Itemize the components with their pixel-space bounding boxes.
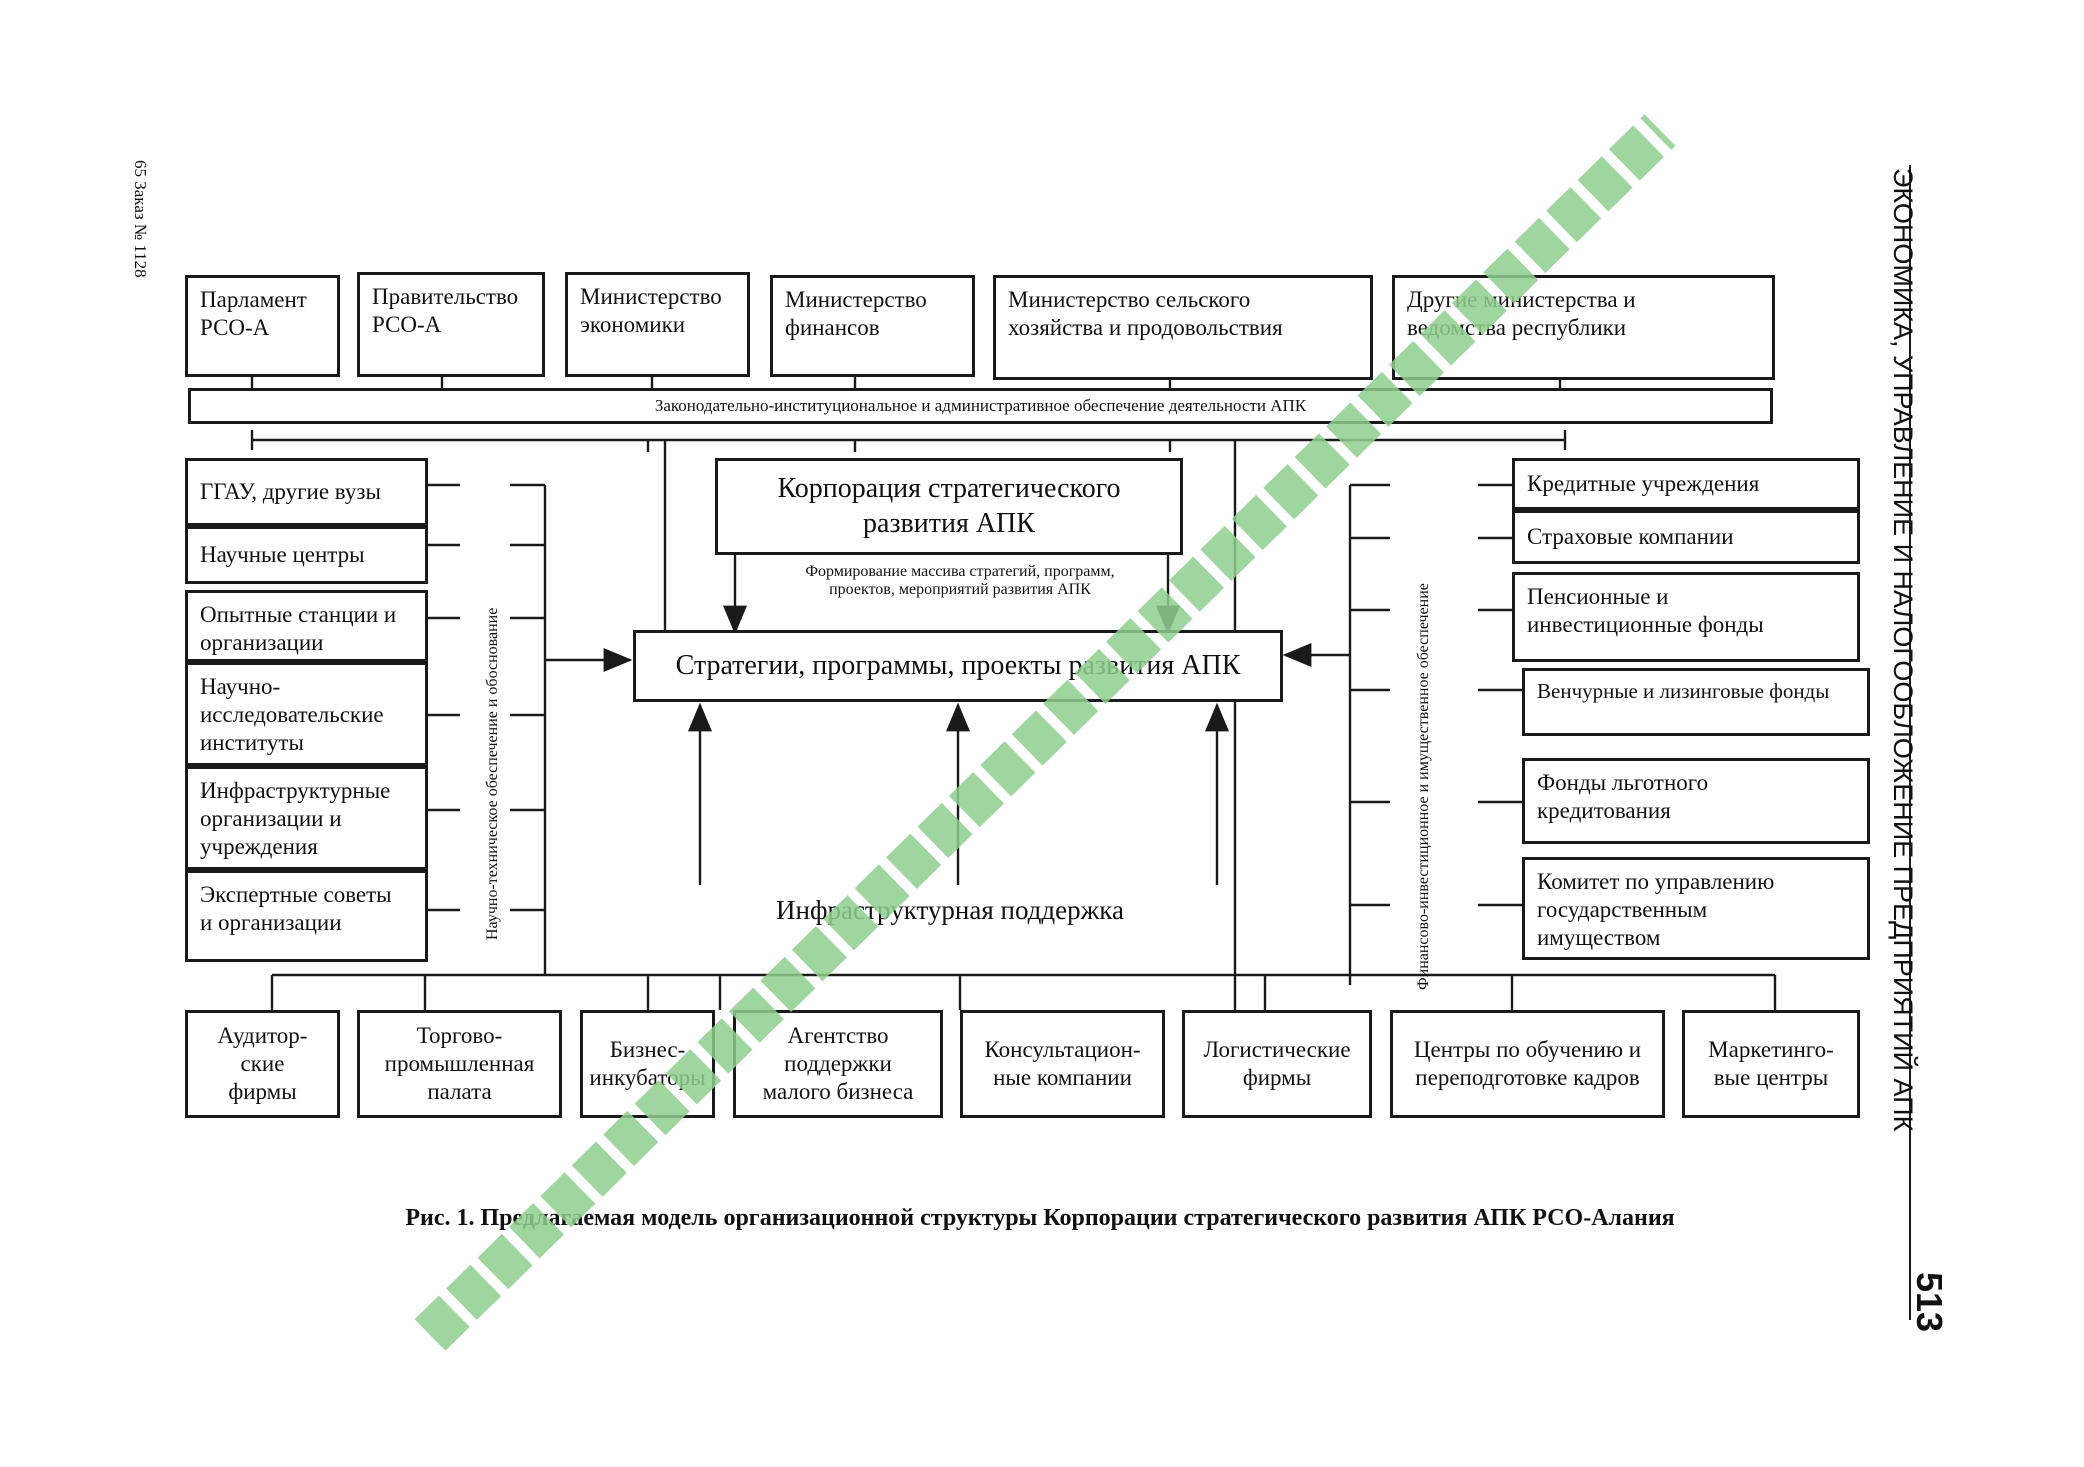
- box-parliament: Парламент РСО-А: [185, 275, 340, 377]
- box-credit-institutions: Кредитные учреждения: [1512, 458, 1860, 510]
- left-vertical-label: Научно-техническое обеспечение и обоснов…: [484, 607, 501, 940]
- box-universities: ГГАУ, другие вузы: [185, 458, 428, 526]
- box-insurance-companies: Страховые компании: [1512, 510, 1860, 564]
- box-science-centers: Научные центры: [185, 526, 428, 584]
- box-audit-firms: Аудитор- ские фирмы: [185, 1010, 340, 1118]
- infrastructure-support-label: Инфраструктурная поддержка: [776, 895, 1124, 925]
- box-other-ministries: Другие министерства и ведомства республи…: [1392, 275, 1775, 380]
- side-right-title: ЭКОНОМИКА, УПРАВЛЕНИЕ И НАЛОГООБЛОЖЕНИЕ …: [1888, 168, 1918, 1132]
- box-consulting-companies: Консультацион- ные компании: [960, 1010, 1165, 1118]
- legal-support-bar: Законодательно-институциональное и админ…: [188, 388, 1773, 424]
- box-venture-funds: Венчурные и лизинговые фонды: [1522, 668, 1870, 736]
- strategies-box: Стратегии, программы, проекты развития А…: [633, 630, 1283, 702]
- figure-caption: Рис. 1. Предлагаемая модель организацион…: [405, 1205, 1675, 1231]
- box-marketing-centers: Маркетинго- вые центры: [1682, 1010, 1860, 1118]
- box-infrastructure-orgs: Инфраструктурные организации и учреждени…: [185, 766, 428, 870]
- corporation-box: Корпорация стратегического развития АПК: [715, 458, 1183, 555]
- box-business-incubators: Бизнес- инкубаторы: [580, 1010, 715, 1118]
- box-small-business-agency: Агентство поддержки малого бизнеса: [733, 1010, 943, 1118]
- box-research-institutes: Научно- исследовательские институты: [185, 662, 428, 766]
- side-left-code: 65 Заказ № 1128: [131, 160, 150, 278]
- right-vertical-label: Финансово-инвестиционное и имущественное…: [1415, 583, 1432, 990]
- formation-note: Формирование массива стратегий, программ…: [805, 563, 1115, 598]
- box-government: Правительство РСО-А: [357, 272, 545, 377]
- box-logistics-firms: Логистические фирмы: [1182, 1010, 1372, 1118]
- box-preferential-funds: Фонды льготного кредитования: [1522, 758, 1870, 844]
- box-training-centers: Центры по обучению и переподготовке кадр…: [1390, 1010, 1665, 1118]
- box-ministry-finance: Министерство финансов: [770, 275, 975, 377]
- box-pension-funds: Пенсионные и инвестиционные фонды: [1512, 572, 1860, 662]
- box-ministry-economy: Министерство экономики: [565, 272, 750, 377]
- box-property-committee: Комитет по управлению государственным им…: [1522, 857, 1870, 960]
- box-experimental-stations: Опытные станции и организации: [185, 590, 428, 662]
- box-expert-councils: Экспертные советы и организации: [185, 870, 428, 962]
- page-number: 513: [1909, 1272, 1950, 1333]
- box-ministry-agriculture: Министерство сельского хозяйства и продо…: [993, 275, 1373, 380]
- box-chamber-commerce: Торгово- промышленная палата: [357, 1010, 562, 1118]
